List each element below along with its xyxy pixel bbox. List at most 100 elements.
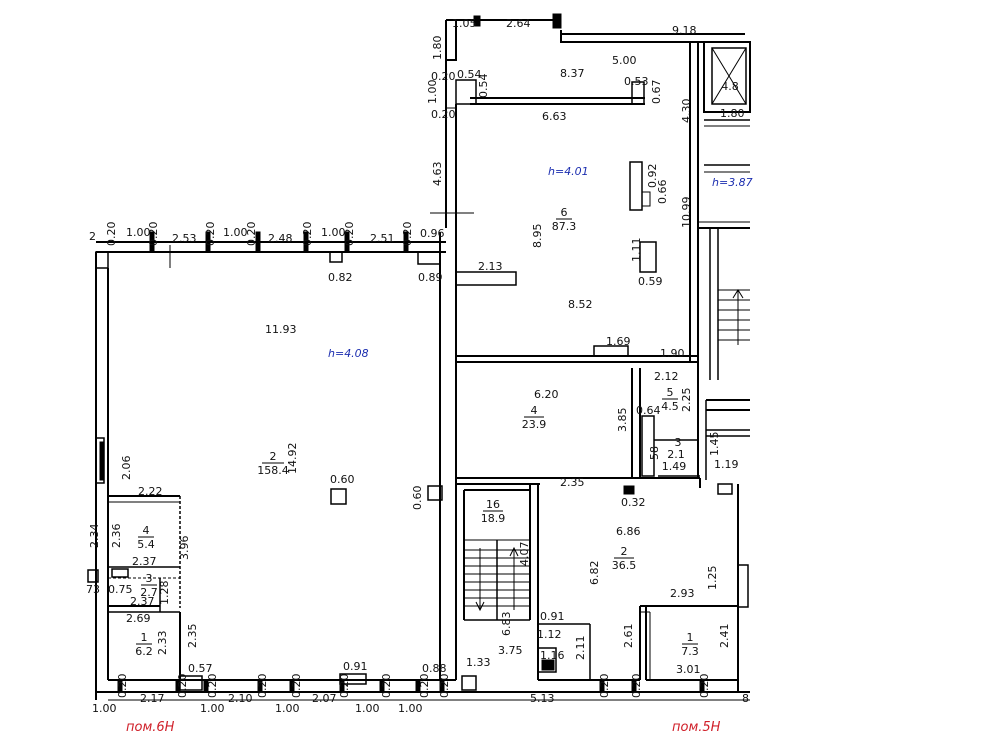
walls — [87, 13, 751, 701]
dim: 1.00 — [200, 702, 225, 715]
dim: 4.07 — [518, 542, 531, 567]
ceiling-height-right: h=3.87 — [712, 176, 753, 189]
room-number: 16 — [486, 498, 500, 511]
dim: 1.00 — [275, 702, 300, 715]
room-area: 2.7 — [140, 586, 158, 599]
room-number: 4 — [531, 404, 538, 417]
room-number: 3 — [146, 572, 153, 585]
dim: 8.52 — [568, 298, 593, 311]
room-number: 6 — [561, 206, 568, 219]
dim: 1.25 — [706, 566, 719, 591]
dim: 2 — [89, 230, 96, 243]
dim: 2.10 — [228, 692, 253, 705]
dim: 8.95 — [531, 224, 544, 249]
dim: 2.64 — [506, 17, 531, 30]
dim: 2.06 — [120, 456, 133, 481]
dim: 0.60 — [411, 486, 424, 511]
dim: 1.16 — [540, 649, 565, 662]
dim: 4.30 — [680, 99, 693, 124]
premises-label-right: пом.5Н — [672, 720, 721, 735]
dim: 3.96 — [178, 536, 191, 561]
dim: 1.00 — [398, 702, 423, 715]
room-area: 2.1 — [667, 448, 685, 461]
dim: 0.53 — [624, 75, 649, 88]
dim: 8 — [742, 692, 749, 705]
room-number: 2 — [270, 450, 277, 463]
dim: 1.00 — [355, 702, 380, 715]
dim: 0.96 — [420, 227, 445, 240]
dim: 6.83 — [500, 612, 513, 637]
dim: 2.37 — [130, 595, 155, 608]
dim: 0.20 — [598, 674, 611, 699]
dim: 2.22 — [138, 485, 163, 498]
dim: 4.63 — [431, 162, 444, 187]
dim: 2.61 — [622, 624, 635, 649]
dim: 0.88 — [422, 662, 447, 675]
dim: 0.20 — [256, 674, 269, 699]
dim: 0.64 — [636, 404, 661, 417]
dim: 0.20 — [401, 222, 414, 247]
dim: 2.93 — [670, 587, 695, 600]
dim: 3.01 — [676, 663, 701, 676]
dim: 9.18 — [672, 24, 697, 37]
dim: 1.90 — [660, 347, 685, 360]
dim: 1.00 — [126, 226, 151, 239]
dim: 1.45 — [708, 432, 721, 457]
dim: 0.20 — [116, 674, 129, 699]
dim: 0.67 — [650, 80, 663, 105]
dim: 3.85 — [616, 408, 629, 433]
dim: 2.25 — [680, 388, 693, 413]
dim: 5.13 — [530, 692, 555, 705]
dim: 1.00 — [321, 226, 346, 239]
room-number: 4 — [143, 524, 150, 537]
dim: 0.60 — [330, 473, 355, 486]
dim: 2.69 — [126, 612, 151, 625]
room-number: 5 — [667, 386, 674, 399]
room-area: 1.49 — [662, 460, 687, 473]
dim: 0.20 — [418, 674, 431, 699]
room-area: 23.9 — [522, 418, 547, 431]
dim: 0.57 — [188, 662, 213, 675]
dim: 1.80 — [720, 107, 745, 120]
dim: 0.20 — [630, 674, 643, 699]
dim: 0.20 — [698, 674, 711, 699]
dim: 1.00 — [92, 702, 117, 715]
dim: 0.66 — [656, 180, 669, 205]
dim: 0.20 — [431, 108, 456, 121]
dim: 1.80 — [431, 36, 444, 61]
dim: 1.12 — [537, 628, 562, 641]
dim: 6.63 — [542, 110, 567, 123]
dim: 0.20 — [338, 674, 351, 699]
premises-label-left: пом.6Н — [126, 720, 175, 735]
dim: 1.05 — [452, 17, 477, 30]
dim: 0.20 — [147, 222, 160, 247]
dim: 2.48 — [268, 232, 293, 245]
dim: 0.20 — [380, 674, 393, 699]
dim: 14.92 — [286, 443, 299, 475]
dim: 2.36 — [110, 524, 123, 549]
dim: 0.54 — [477, 74, 490, 99]
dim: 2.34 — [88, 524, 101, 549]
dim: 0.75 — [108, 583, 133, 596]
room-area: 158.4 — [257, 464, 289, 477]
dim: 6.86 — [616, 525, 641, 538]
dim: 1.00 — [426, 80, 439, 105]
dim: 11.93 — [265, 323, 297, 336]
dim: 0.20 — [245, 222, 258, 247]
room-number: 1 — [687, 631, 694, 644]
dim: 0.20 — [301, 222, 314, 247]
dim: 0.82 — [328, 271, 353, 284]
dim: 0.54 — [457, 68, 482, 81]
dim: 1.69 — [606, 335, 631, 348]
room-area: 87.3 — [552, 220, 577, 233]
dim: 2.17 — [140, 692, 165, 705]
dim: 0.20 — [204, 222, 217, 247]
dim: 0.91 — [343, 660, 368, 673]
dim: 2.13 — [478, 260, 503, 273]
dim: 2.53 — [172, 232, 197, 245]
dim: 0.20 — [206, 674, 219, 699]
dim: 8.37 — [560, 67, 585, 80]
dim: 0.92 — [646, 164, 659, 189]
dim: 2.35 — [560, 476, 585, 489]
